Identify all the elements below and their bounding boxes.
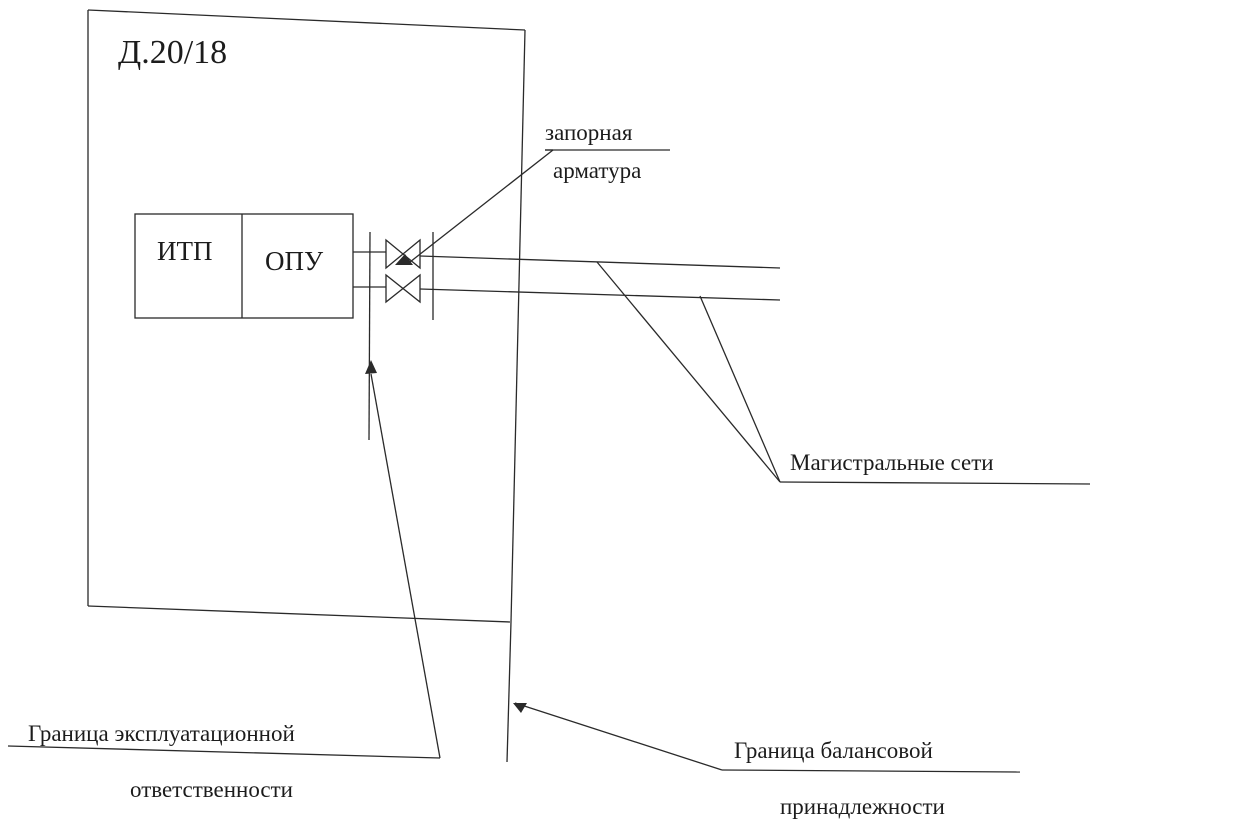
balance-label-leader xyxy=(513,702,1021,773)
shutoff-valve-icon-upper xyxy=(385,238,421,270)
operational-boundary-arrowhead xyxy=(365,360,377,374)
shutoff-valve-icon-lower xyxy=(385,273,421,304)
equipment-boxes: ИТП ОПУ xyxy=(134,213,354,319)
itp-box-label: ИТП xyxy=(157,236,213,266)
balance-label-line1: Граница балансовой xyxy=(734,738,933,763)
valve-label-line1: запорная xyxy=(545,120,633,145)
operational-boundary-line xyxy=(365,231,377,441)
valve-label-leader xyxy=(409,149,670,263)
building-outline xyxy=(87,9,526,623)
equipment-box-outline xyxy=(134,213,354,319)
balance-boundary-arrowhead xyxy=(513,703,527,713)
building-label: Д.20/18 xyxy=(118,34,227,71)
operational-label-leader xyxy=(7,373,441,759)
operational-label-line1: Граница эксплуатационной xyxy=(28,721,295,746)
opu-box-label: ОПУ xyxy=(265,246,324,276)
mains-label: Магистральные сети xyxy=(790,450,994,475)
trunk-pipes xyxy=(419,255,781,301)
operational-label-line2: ответственности xyxy=(130,777,293,802)
mains-label-leader xyxy=(596,261,1091,485)
valve-label-line2: арматура xyxy=(553,158,641,183)
balance-boundary-line xyxy=(506,621,512,763)
balance-label-line2: принадлежности xyxy=(780,794,945,819)
